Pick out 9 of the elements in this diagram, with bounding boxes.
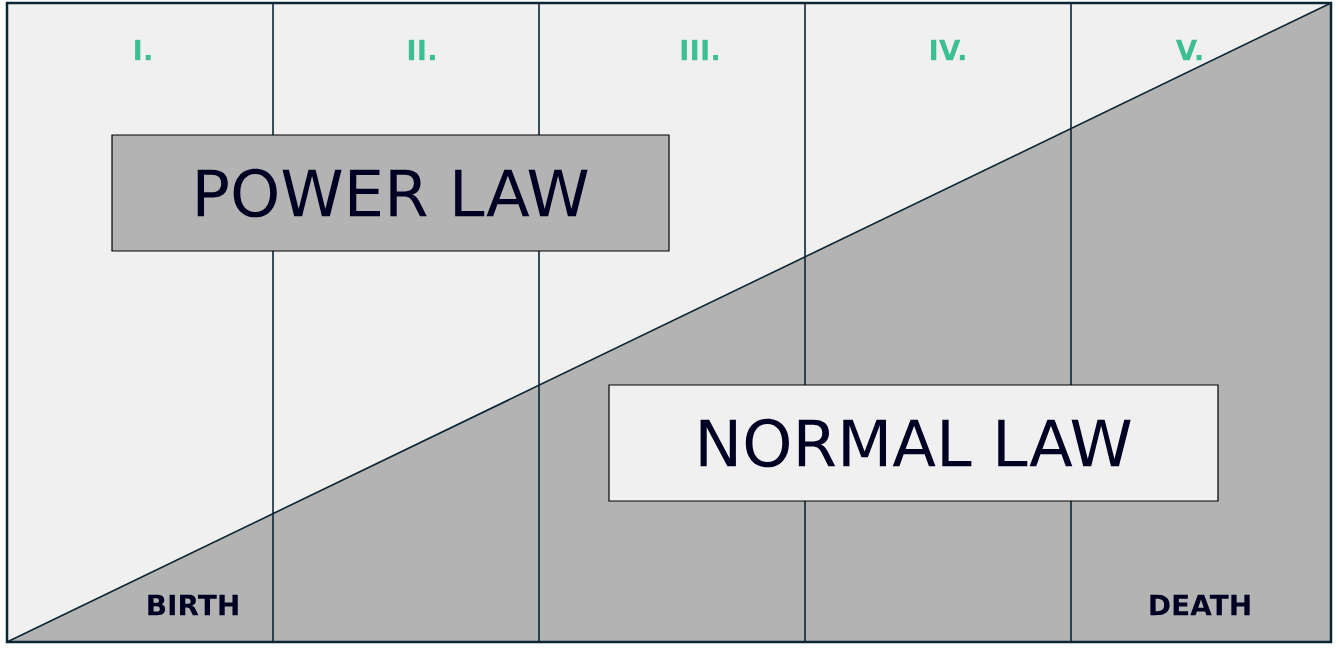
stage-number: I. [135,39,151,61]
stage-label: DEATH [1150,594,1250,616]
stage-number: IV. [931,39,965,61]
stage-label: BIRTH [148,594,238,616]
label-box: NORMAL LAW [608,384,1219,502]
stage-number: III. [681,39,719,61]
stage-number: V. [1175,39,1202,61]
stage-number: II. [408,39,435,61]
label-box: POWER LAW [111,134,670,252]
